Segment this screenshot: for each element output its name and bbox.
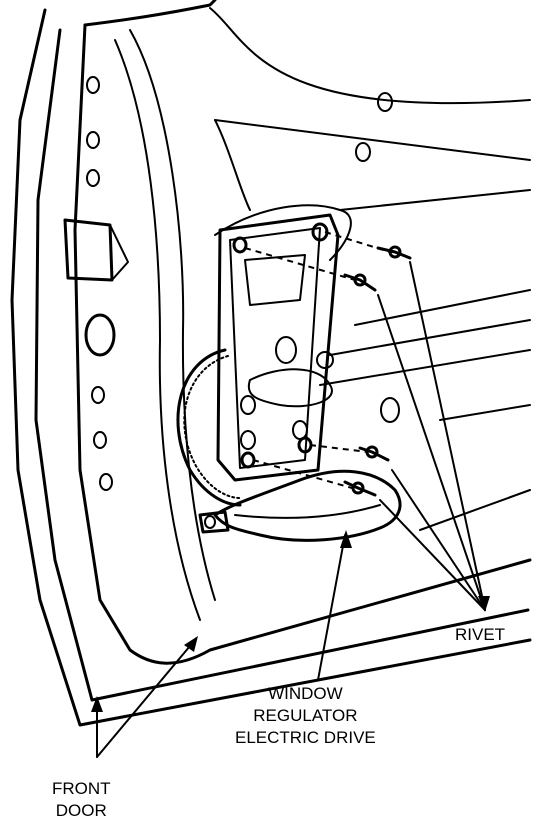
door-inner-panel bbox=[214, 189, 531, 531]
front-door-label-line-2: DOOR bbox=[55, 801, 107, 820]
window-regulator-label-line-3: ELECTRIC DRIVE bbox=[235, 728, 376, 747]
rivets bbox=[244, 231, 412, 497]
window-regulator-label: WINDOW REGULATOR ELECTRIC DRIVE bbox=[235, 683, 376, 749]
front-door-frame bbox=[10, 0, 532, 727]
leader-lines bbox=[91, 261, 490, 758]
window-regulator-label-line-2: REGULATOR bbox=[253, 706, 358, 725]
rivet-label: RIVET bbox=[455, 625, 506, 644]
window-regulator-label-line-1: WINDOW bbox=[268, 684, 343, 703]
window-regulator-electric-drive bbox=[176, 213, 402, 542]
front-door-label: FRONT DOOR bbox=[52, 778, 111, 822]
front-door-label-line-1: FRONT bbox=[52, 779, 111, 798]
